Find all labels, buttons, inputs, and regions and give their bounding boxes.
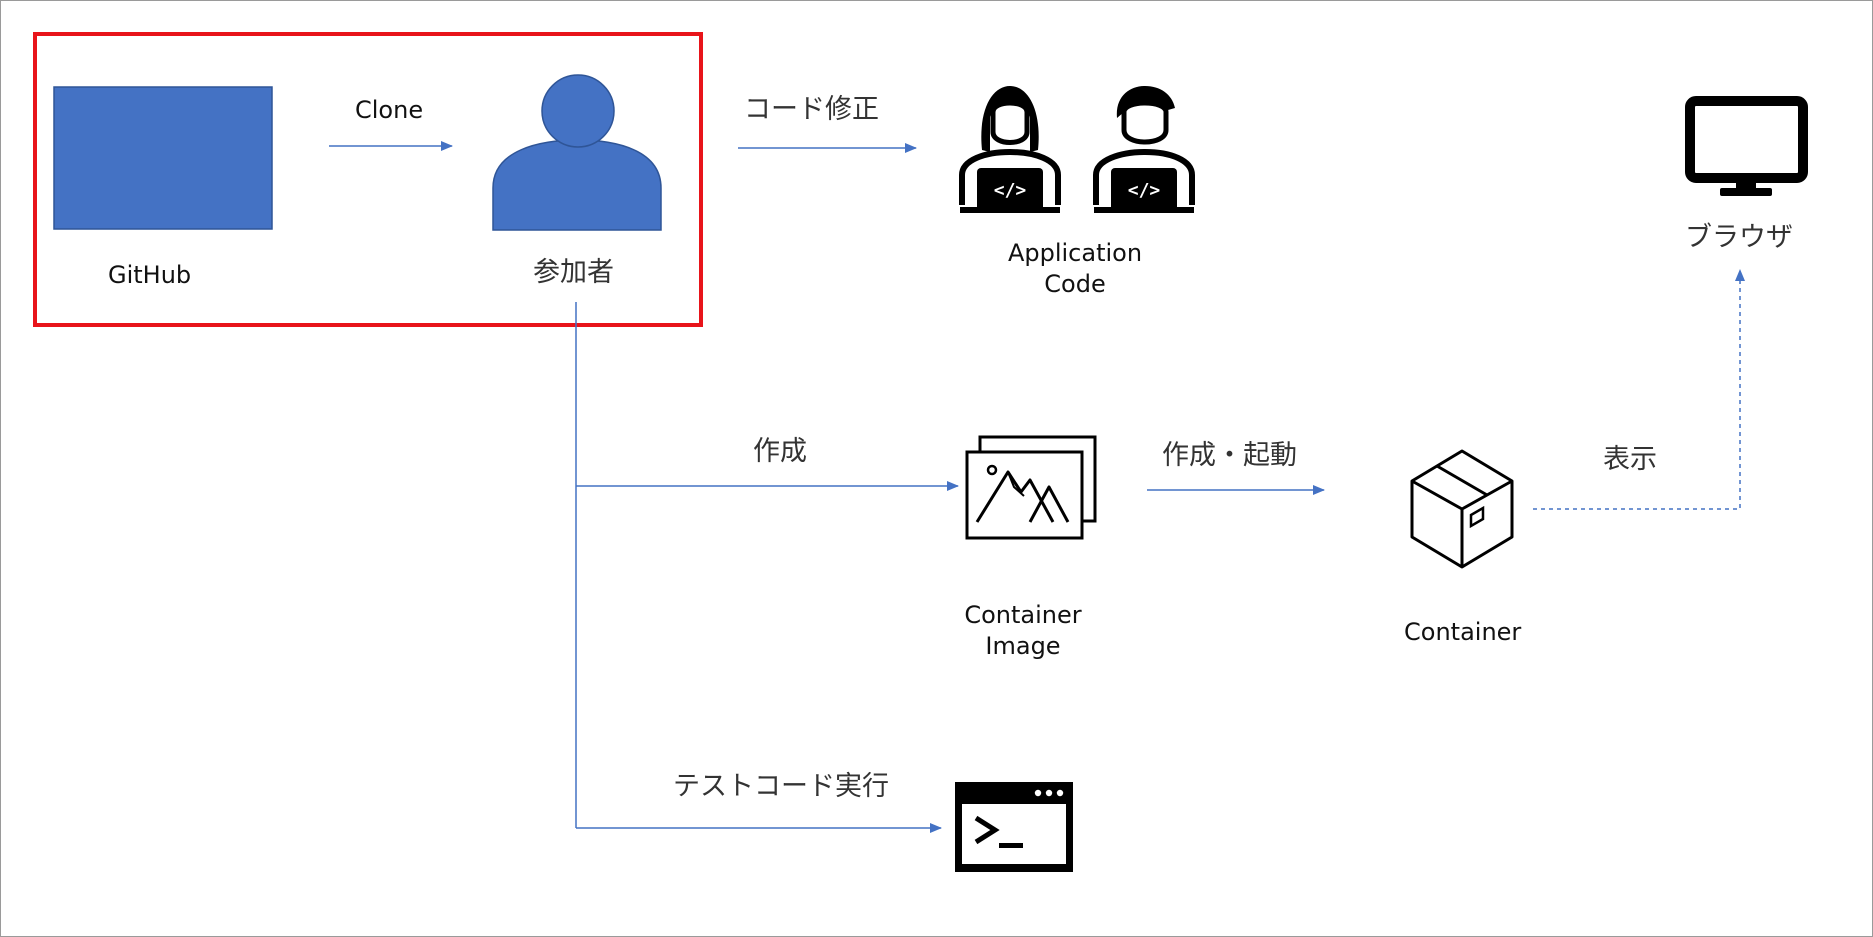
image-stack-icon <box>965 435 1097 540</box>
container-image-label-line1: Container <box>964 601 1082 629</box>
participant-label: 参加者 <box>533 257 614 288</box>
github-label: GitHub <box>108 261 192 289</box>
container-image-label: Container Image <box>948 600 1098 662</box>
monitor-icon <box>1685 96 1808 196</box>
clone-edge-label: Clone <box>355 96 424 124</box>
code-edit-edge-label: コード修正 <box>744 94 879 125</box>
person-icon <box>492 74 662 231</box>
box-icon <box>1410 449 1514 569</box>
svg-text:</>: </> <box>1128 180 1161 201</box>
run-tests-edge-label: テストコード実行 <box>673 771 889 802</box>
svg-text:</>: </> <box>994 180 1027 201</box>
female-developer-icon: </> <box>959 86 1061 213</box>
highlight-box <box>33 32 703 327</box>
create-run-edge-label: 作成・起動 <box>1162 440 1297 471</box>
create-image-edge-label: 作成 <box>753 436 807 467</box>
browser-label: ブラウザ <box>1685 222 1793 253</box>
container-label: Container <box>1404 618 1522 646</box>
application-code-label-line2: Code <box>1044 270 1106 299</box>
application-code-label: Application Code <box>1000 238 1150 300</box>
container-image-label-line2: Image <box>985 632 1061 661</box>
developers-coding-icon: </> </> <box>959 86 1195 213</box>
github-repo-rectangle <box>53 86 273 230</box>
terminal-icon <box>955 782 1073 872</box>
male-developer-icon: </> <box>1093 86 1195 213</box>
application-code-label-line1: Application <box>1007 239 1143 267</box>
display-edge-label: 表示 <box>1603 444 1657 475</box>
